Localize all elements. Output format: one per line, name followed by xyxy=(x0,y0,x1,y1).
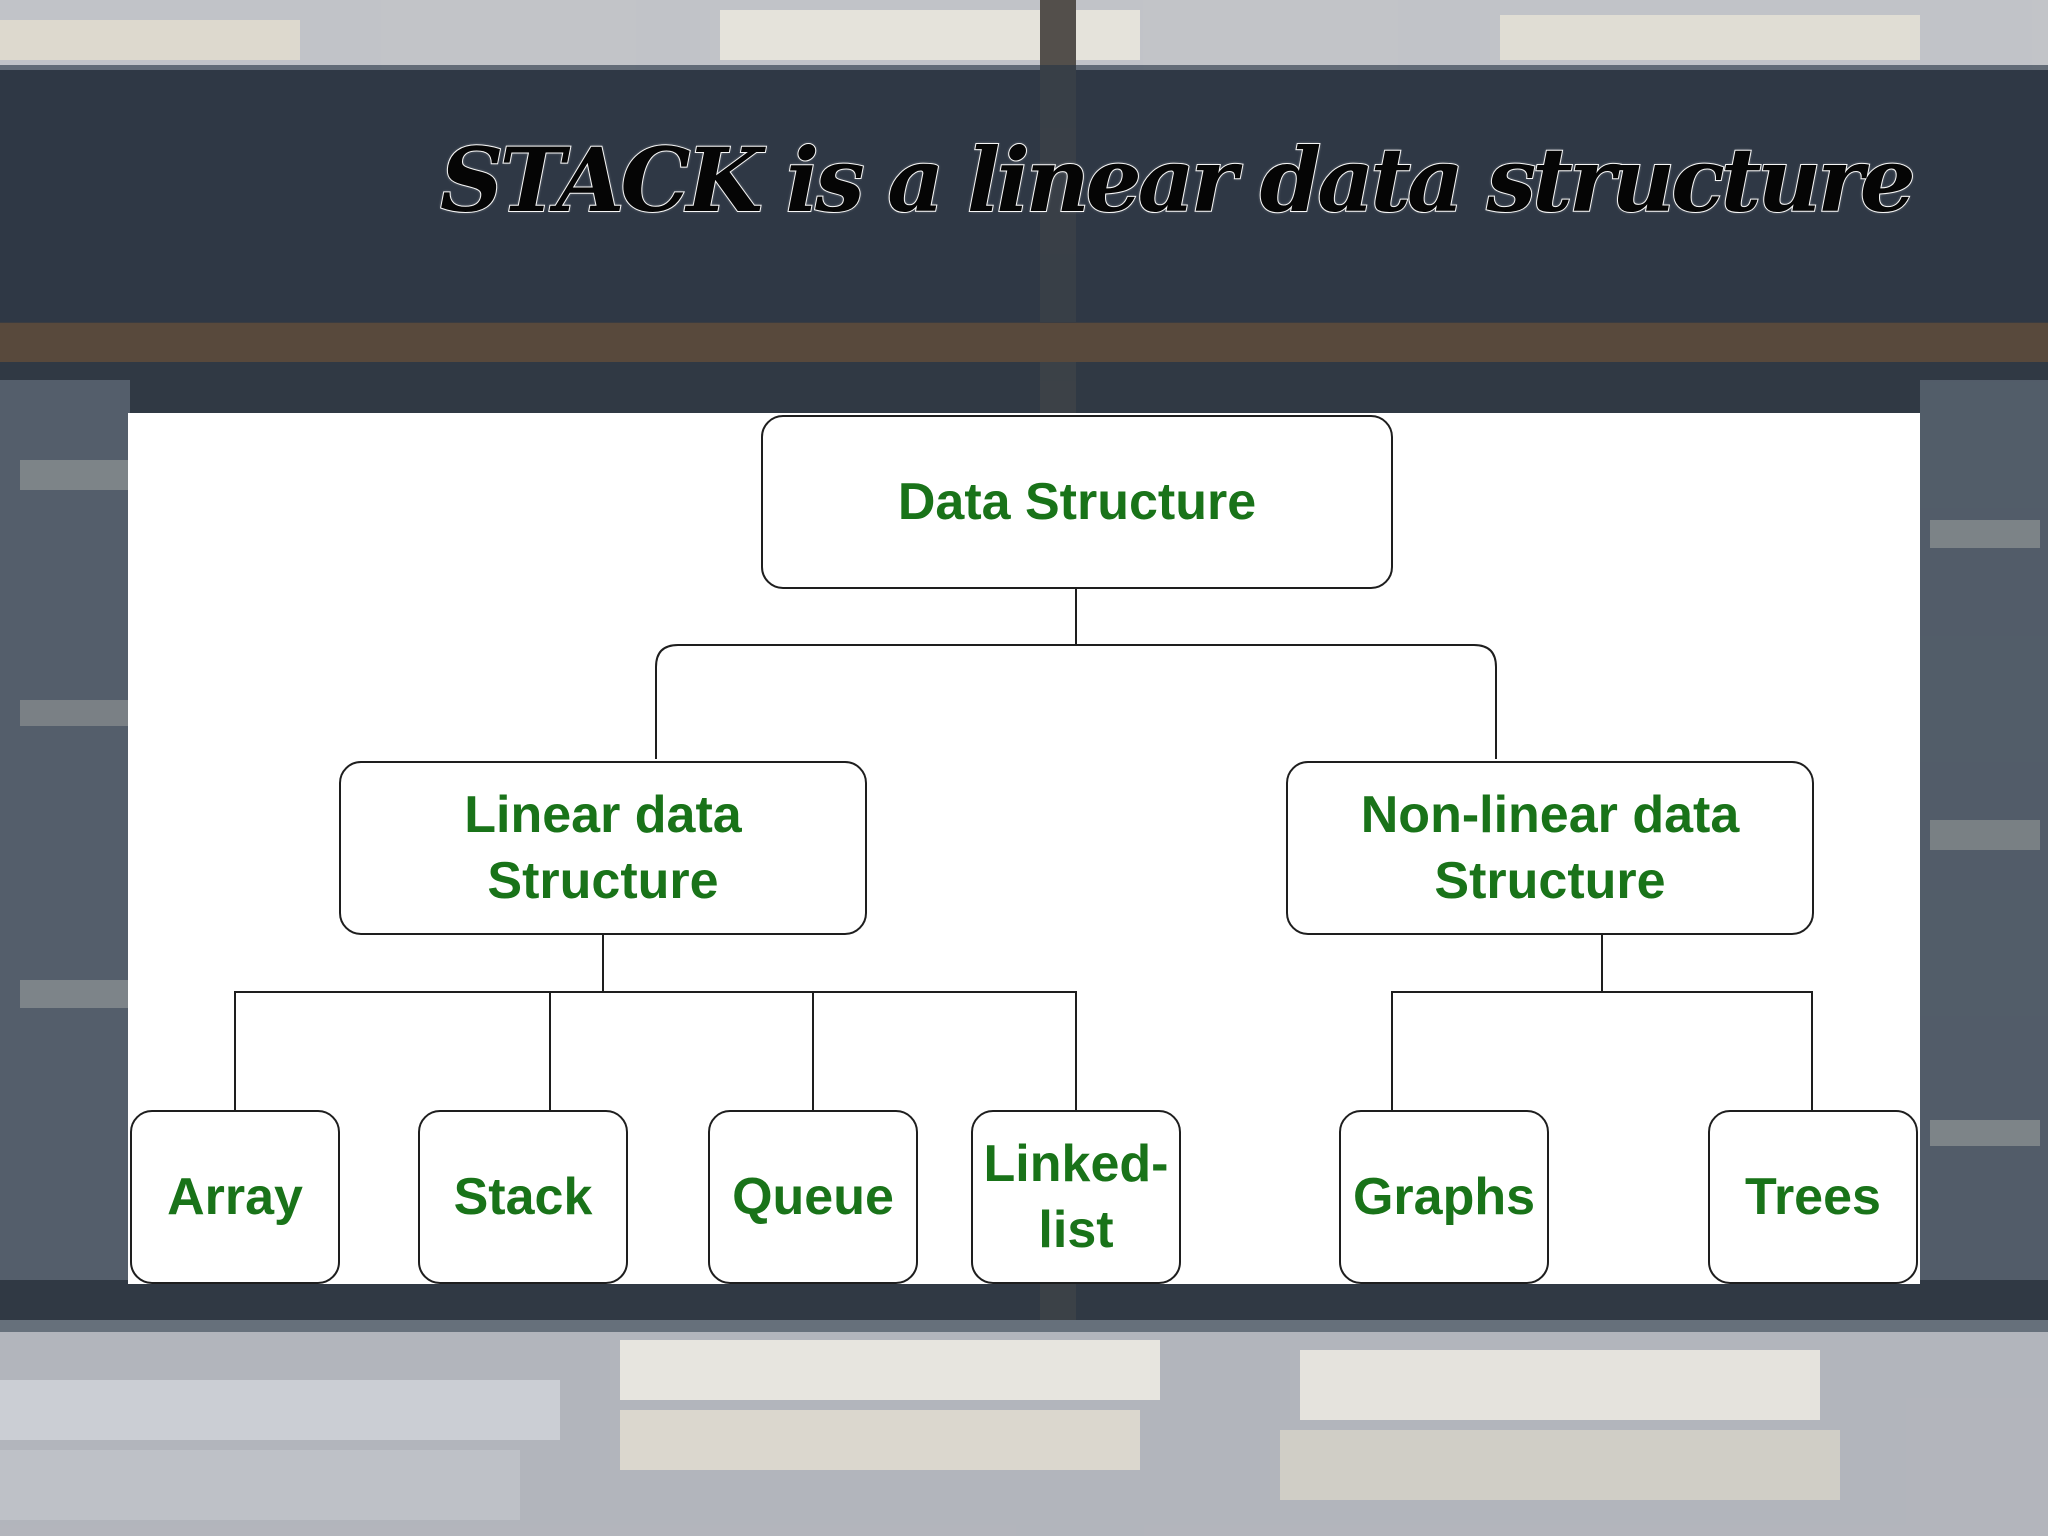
node-graphs-label: Graphs xyxy=(1352,1167,1536,1226)
connector-nonlinear-branch xyxy=(1391,991,1813,1110)
node-non-linear-data-structure: Non-linear data Structure xyxy=(1286,761,1814,935)
title-band xyxy=(0,65,2048,323)
node-trees-label: Trees xyxy=(1745,1167,1881,1226)
connector-linear-branch xyxy=(234,991,1077,1110)
node-linear-data-structure: Linear data Structure xyxy=(339,761,867,935)
node-array-label: Array xyxy=(167,1167,303,1226)
diagram-panel: Data Structure Linear data Structure Non… xyxy=(128,413,1920,1284)
connector-root-branch xyxy=(655,644,1497,759)
node-array: Array xyxy=(130,1110,340,1284)
node-queue: Queue xyxy=(708,1110,918,1284)
node-linked-list-label: Linked- list xyxy=(983,1134,1169,1259)
tree-connectors xyxy=(234,589,1813,1110)
node-data-structure: Data Structure xyxy=(761,415,1393,589)
node-non-linear-label: Non-linear data Structure xyxy=(1360,785,1740,910)
node-stack: Stack xyxy=(418,1110,628,1284)
node-linked-list: Linked- list xyxy=(971,1110,1181,1284)
node-graphs: Graphs xyxy=(1339,1110,1549,1284)
node-stack-label: Stack xyxy=(453,1167,593,1226)
node-data-structure-label: Data Structure xyxy=(897,472,1257,531)
node-trees: Trees xyxy=(1708,1110,1918,1284)
node-linear-label: Linear data Structure xyxy=(464,785,742,910)
slide-title: STACK is a linear data structure xyxy=(439,127,1917,233)
node-queue-label: Queue xyxy=(732,1167,894,1226)
